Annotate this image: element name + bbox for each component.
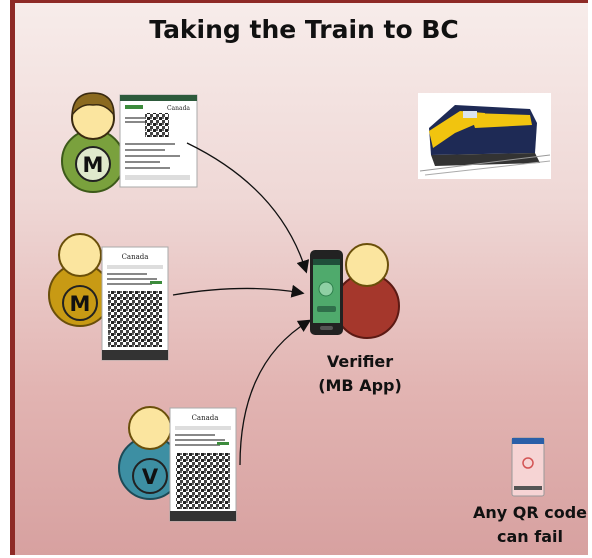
qr-code-middle bbox=[108, 291, 162, 347]
person-bottom-letter: V bbox=[142, 465, 159, 489]
qr-fail-label-line1: Any QR code bbox=[472, 503, 588, 522]
document-middle: Canada bbox=[101, 246, 169, 361]
document-bottom: Canada bbox=[169, 407, 237, 522]
slide: Taking the Train to BC M C bbox=[10, 0, 588, 555]
qr-fail-label: Any QR code can fail bbox=[465, 501, 592, 549]
document-top-canada: Canada bbox=[167, 105, 190, 112]
qr-fail-phone bbox=[511, 437, 545, 497]
train-image bbox=[418, 93, 551, 179]
verifier-person bbox=[334, 243, 400, 339]
person-bottom: V bbox=[118, 406, 182, 500]
qr-code-bottom bbox=[176, 453, 230, 509]
person-top: M bbox=[61, 92, 125, 193]
document-bottom-canada: Canada bbox=[192, 414, 219, 422]
document-middle-canada: Canada bbox=[122, 253, 149, 261]
person-top-letter: M bbox=[83, 153, 104, 177]
arrow-bottom bbox=[239, 319, 312, 466]
document-top: Canada bbox=[119, 94, 198, 188]
page-title: Taking the Train to BC bbox=[149, 15, 459, 44]
qr-code-top bbox=[145, 113, 169, 137]
verifier-phone bbox=[310, 250, 343, 335]
qr-fail-label-line2: can fail bbox=[497, 527, 563, 546]
person-middle: M bbox=[48, 233, 112, 327]
verifier-label-line1: Verifier bbox=[326, 352, 394, 371]
diagram-canvas: M Canada M Canada bbox=[48, 92, 551, 522]
verifier-label-line2: (MB App) bbox=[318, 376, 402, 395]
arrow-top bbox=[186, 142, 310, 274]
verifier-label: Verifier (MB App) bbox=[305, 350, 415, 398]
person-middle-letter: M bbox=[70, 292, 91, 316]
arrow-middle bbox=[172, 284, 305, 298]
